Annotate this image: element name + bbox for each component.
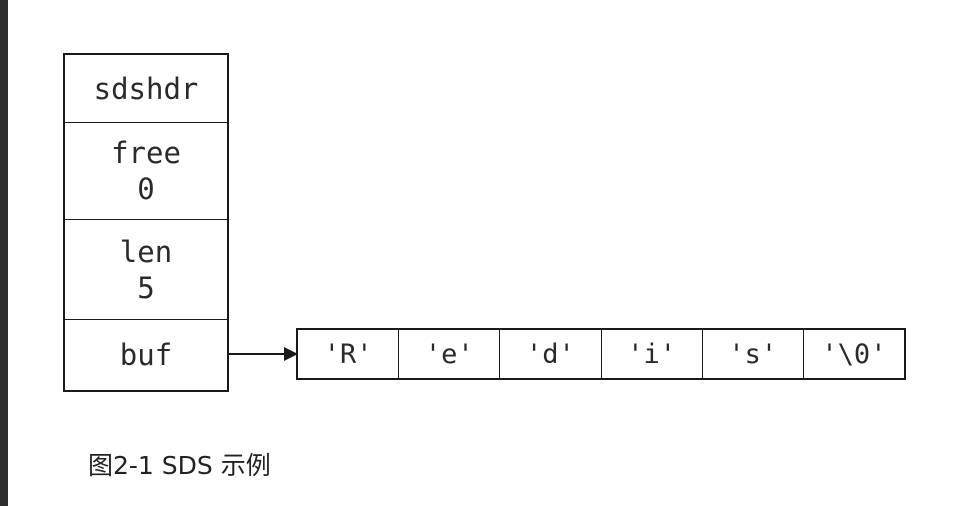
buf-cell-1: 'e': [399, 330, 501, 378]
len-value: 5: [137, 270, 155, 305]
buf-field-cell: buf: [65, 320, 227, 390]
buf-label: buf: [119, 338, 173, 372]
sdshdr-title-cell: sdshdr: [65, 55, 227, 123]
buf-cell-2: 'd': [500, 330, 602, 378]
free-label: free: [111, 136, 181, 170]
sdshdr-struct-box: sdshdr free 0 len 5 buf: [63, 53, 229, 392]
arrow-head: [284, 347, 298, 361]
len-label: len: [119, 234, 173, 269]
free-value: 0: [137, 172, 155, 206]
buf-cell-3: 'i': [602, 330, 703, 378]
sdshdr-title: sdshdr: [93, 71, 199, 106]
buf-cell-5: '\0': [821, 338, 887, 370]
left-edge-bar: [0, 0, 8, 506]
buf-cell-0: 'R': [298, 330, 400, 378]
free-field-cell: free 0: [65, 123, 227, 220]
len-field-cell: len 5: [65, 220, 227, 320]
figure-caption: 图2-1 SDS 示例: [88, 451, 271, 480]
buf-pointer-arrow: [228, 347, 298, 361]
buf-char-array: 'R' 'e' 'd' 'i' 's' '\0': [296, 328, 906, 380]
buf-cell-4: 's': [703, 330, 804, 378]
